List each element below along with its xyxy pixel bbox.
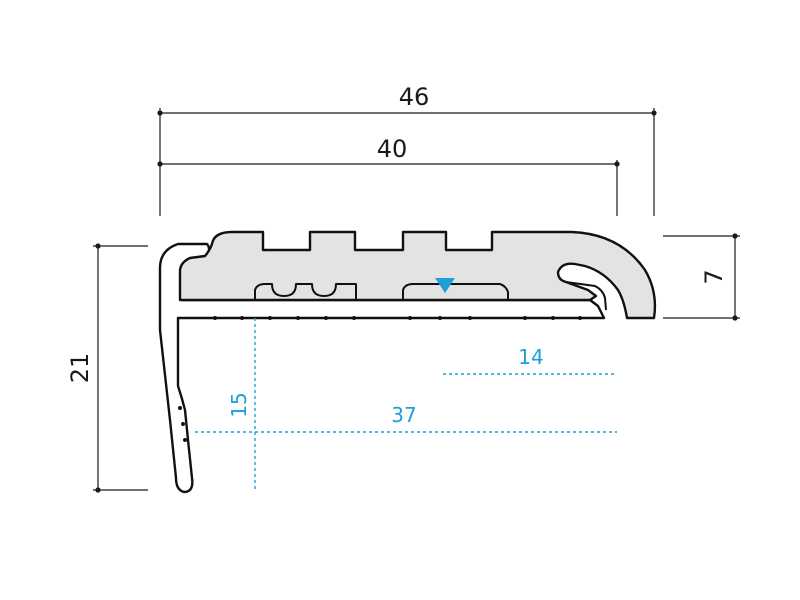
- dimension-7-label: 7: [700, 269, 728, 284]
- triangle-down-marker-icon: [435, 278, 455, 293]
- anti-slip-insert: [178, 230, 657, 320]
- dimension-37-label: 37: [391, 403, 416, 427]
- dimension-21-label: 21: [66, 353, 94, 384]
- dimension-46: 46: [157, 83, 657, 216]
- blue-dimension-14: 14: [443, 345, 617, 375]
- dimension-21: 21: [66, 243, 148, 493]
- dimension-40-label: 40: [377, 135, 408, 163]
- dimension-40: 40: [157, 135, 620, 216]
- base-ridges: [213, 316, 582, 320]
- dimension-46-label: 46: [399, 83, 430, 111]
- dimension-15-label: 15: [227, 392, 251, 417]
- blue-dimension-37: 37: [195, 403, 617, 433]
- leg-ridges: [178, 406, 187, 442]
- blue-dimension-15: 15: [227, 318, 256, 492]
- dimension-7: 7: [663, 233, 740, 321]
- dimension-14-label: 14: [518, 345, 543, 369]
